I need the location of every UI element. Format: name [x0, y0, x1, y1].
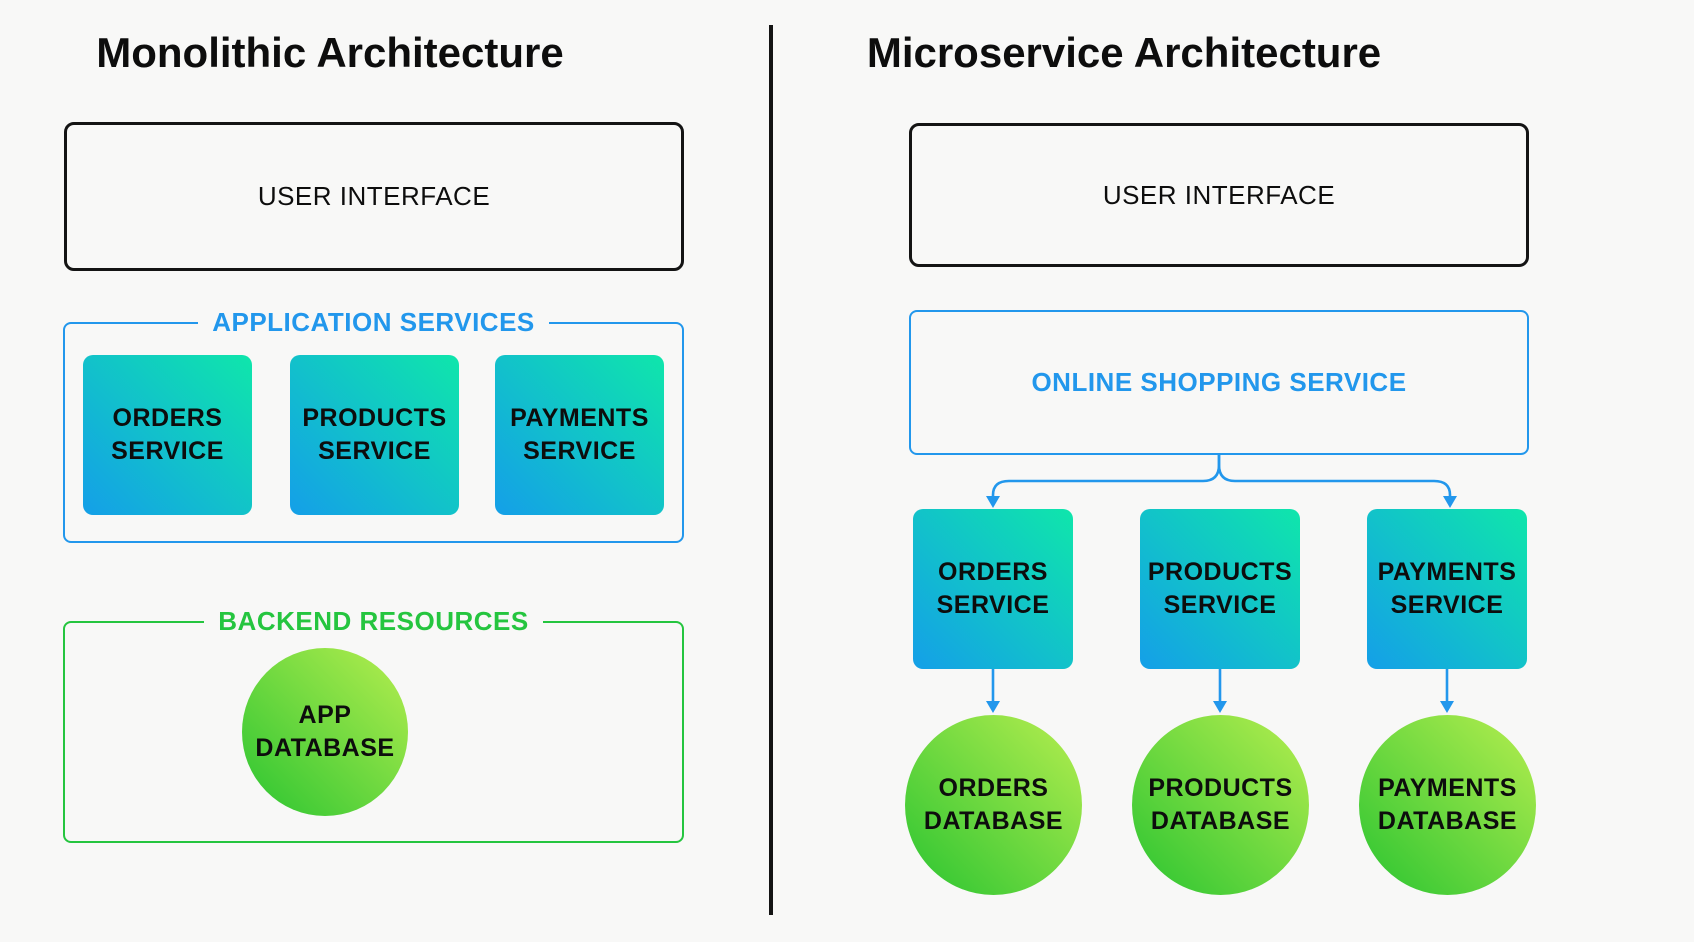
monolithic-title: Monolithic Architecture — [96, 29, 564, 76]
products-db-arrow-icon — [1213, 669, 1227, 713]
micro-payments-service-box: PAYMENTS SERVICE — [1367, 509, 1527, 669]
application-services-group-label: APPLICATION SERVICES — [65, 307, 682, 338]
microservice-user-interface-box: USER INTERFACE — [909, 123, 1529, 267]
microservice-title: Microservice Architecture — [866, 29, 1382, 76]
monolith-user-interface-label: USER INTERFACE — [257, 181, 491, 211]
products-database-circle: PRODUCTS DATABASE — [1132, 715, 1309, 895]
orders-database-circle: ORDERS DATABASE — [905, 715, 1082, 895]
fork-connector-icon — [986, 453, 1457, 508]
monolith-user-interface-box: USER INTERFACE — [64, 122, 684, 271]
app-database-circle: APP DATABASE — [242, 648, 408, 816]
online-shopping-service-box: ONLINE SHOPPING SERVICE — [909, 310, 1529, 455]
monolith-payments-service-box: PAYMENTS SERVICE — [495, 355, 664, 515]
microservice-user-interface-label: USER INTERFACE — [1102, 179, 1336, 210]
backend-resources-group-label: BACKEND RESOURCES — [65, 606, 682, 637]
center-divider-line — [769, 25, 773, 915]
micro-products-service-box: PRODUCTS SERVICE — [1140, 509, 1300, 669]
payments-database-circle: PAYMENTS DATABASE — [1359, 715, 1536, 895]
payments-db-arrow-icon — [1440, 669, 1454, 713]
micro-orders-service-box: ORDERS SERVICE — [913, 509, 1073, 669]
monolith-orders-service-box: ORDERS SERVICE — [83, 355, 252, 515]
orders-db-arrow-icon — [986, 669, 1000, 713]
monolith-products-service-box: PRODUCTS SERVICE — [290, 355, 459, 515]
